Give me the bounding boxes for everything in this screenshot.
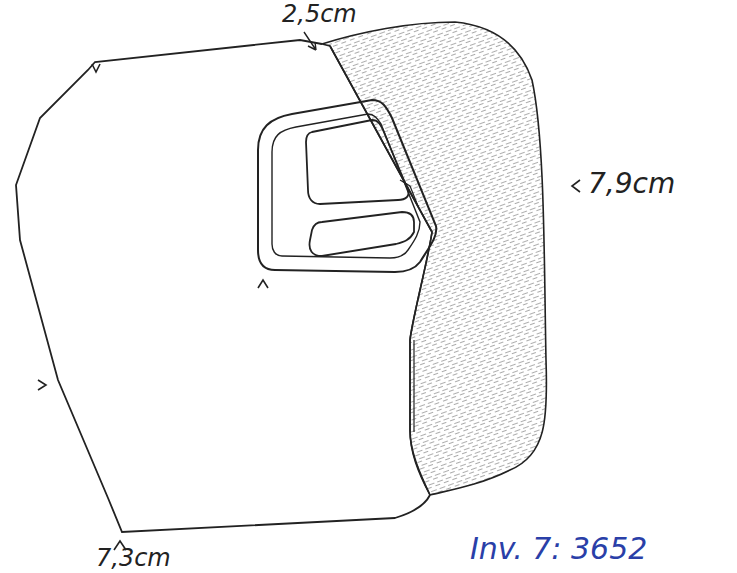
relief-frame	[258, 100, 436, 272]
dimension-label: 7,3cm	[96, 546, 171, 570]
object-outline	[16, 40, 430, 532]
dimension-label: 2,5cm	[282, 2, 357, 26]
edge-line	[400, 180, 418, 206]
opening	[310, 212, 415, 256]
edge-line	[413, 340, 414, 432]
fracture-surface	[322, 22, 547, 495]
measure-mark	[258, 280, 268, 288]
measure-mark	[38, 380, 46, 390]
relief-frame-inner	[272, 114, 420, 258]
dimension-label: 7,9cm	[588, 170, 675, 198]
measure-mark	[92, 64, 100, 72]
opening	[306, 120, 409, 204]
inventory-number: Inv. 7: 3652	[470, 534, 647, 564]
leader-arrow	[304, 32, 316, 50]
measure-mark	[572, 180, 580, 192]
